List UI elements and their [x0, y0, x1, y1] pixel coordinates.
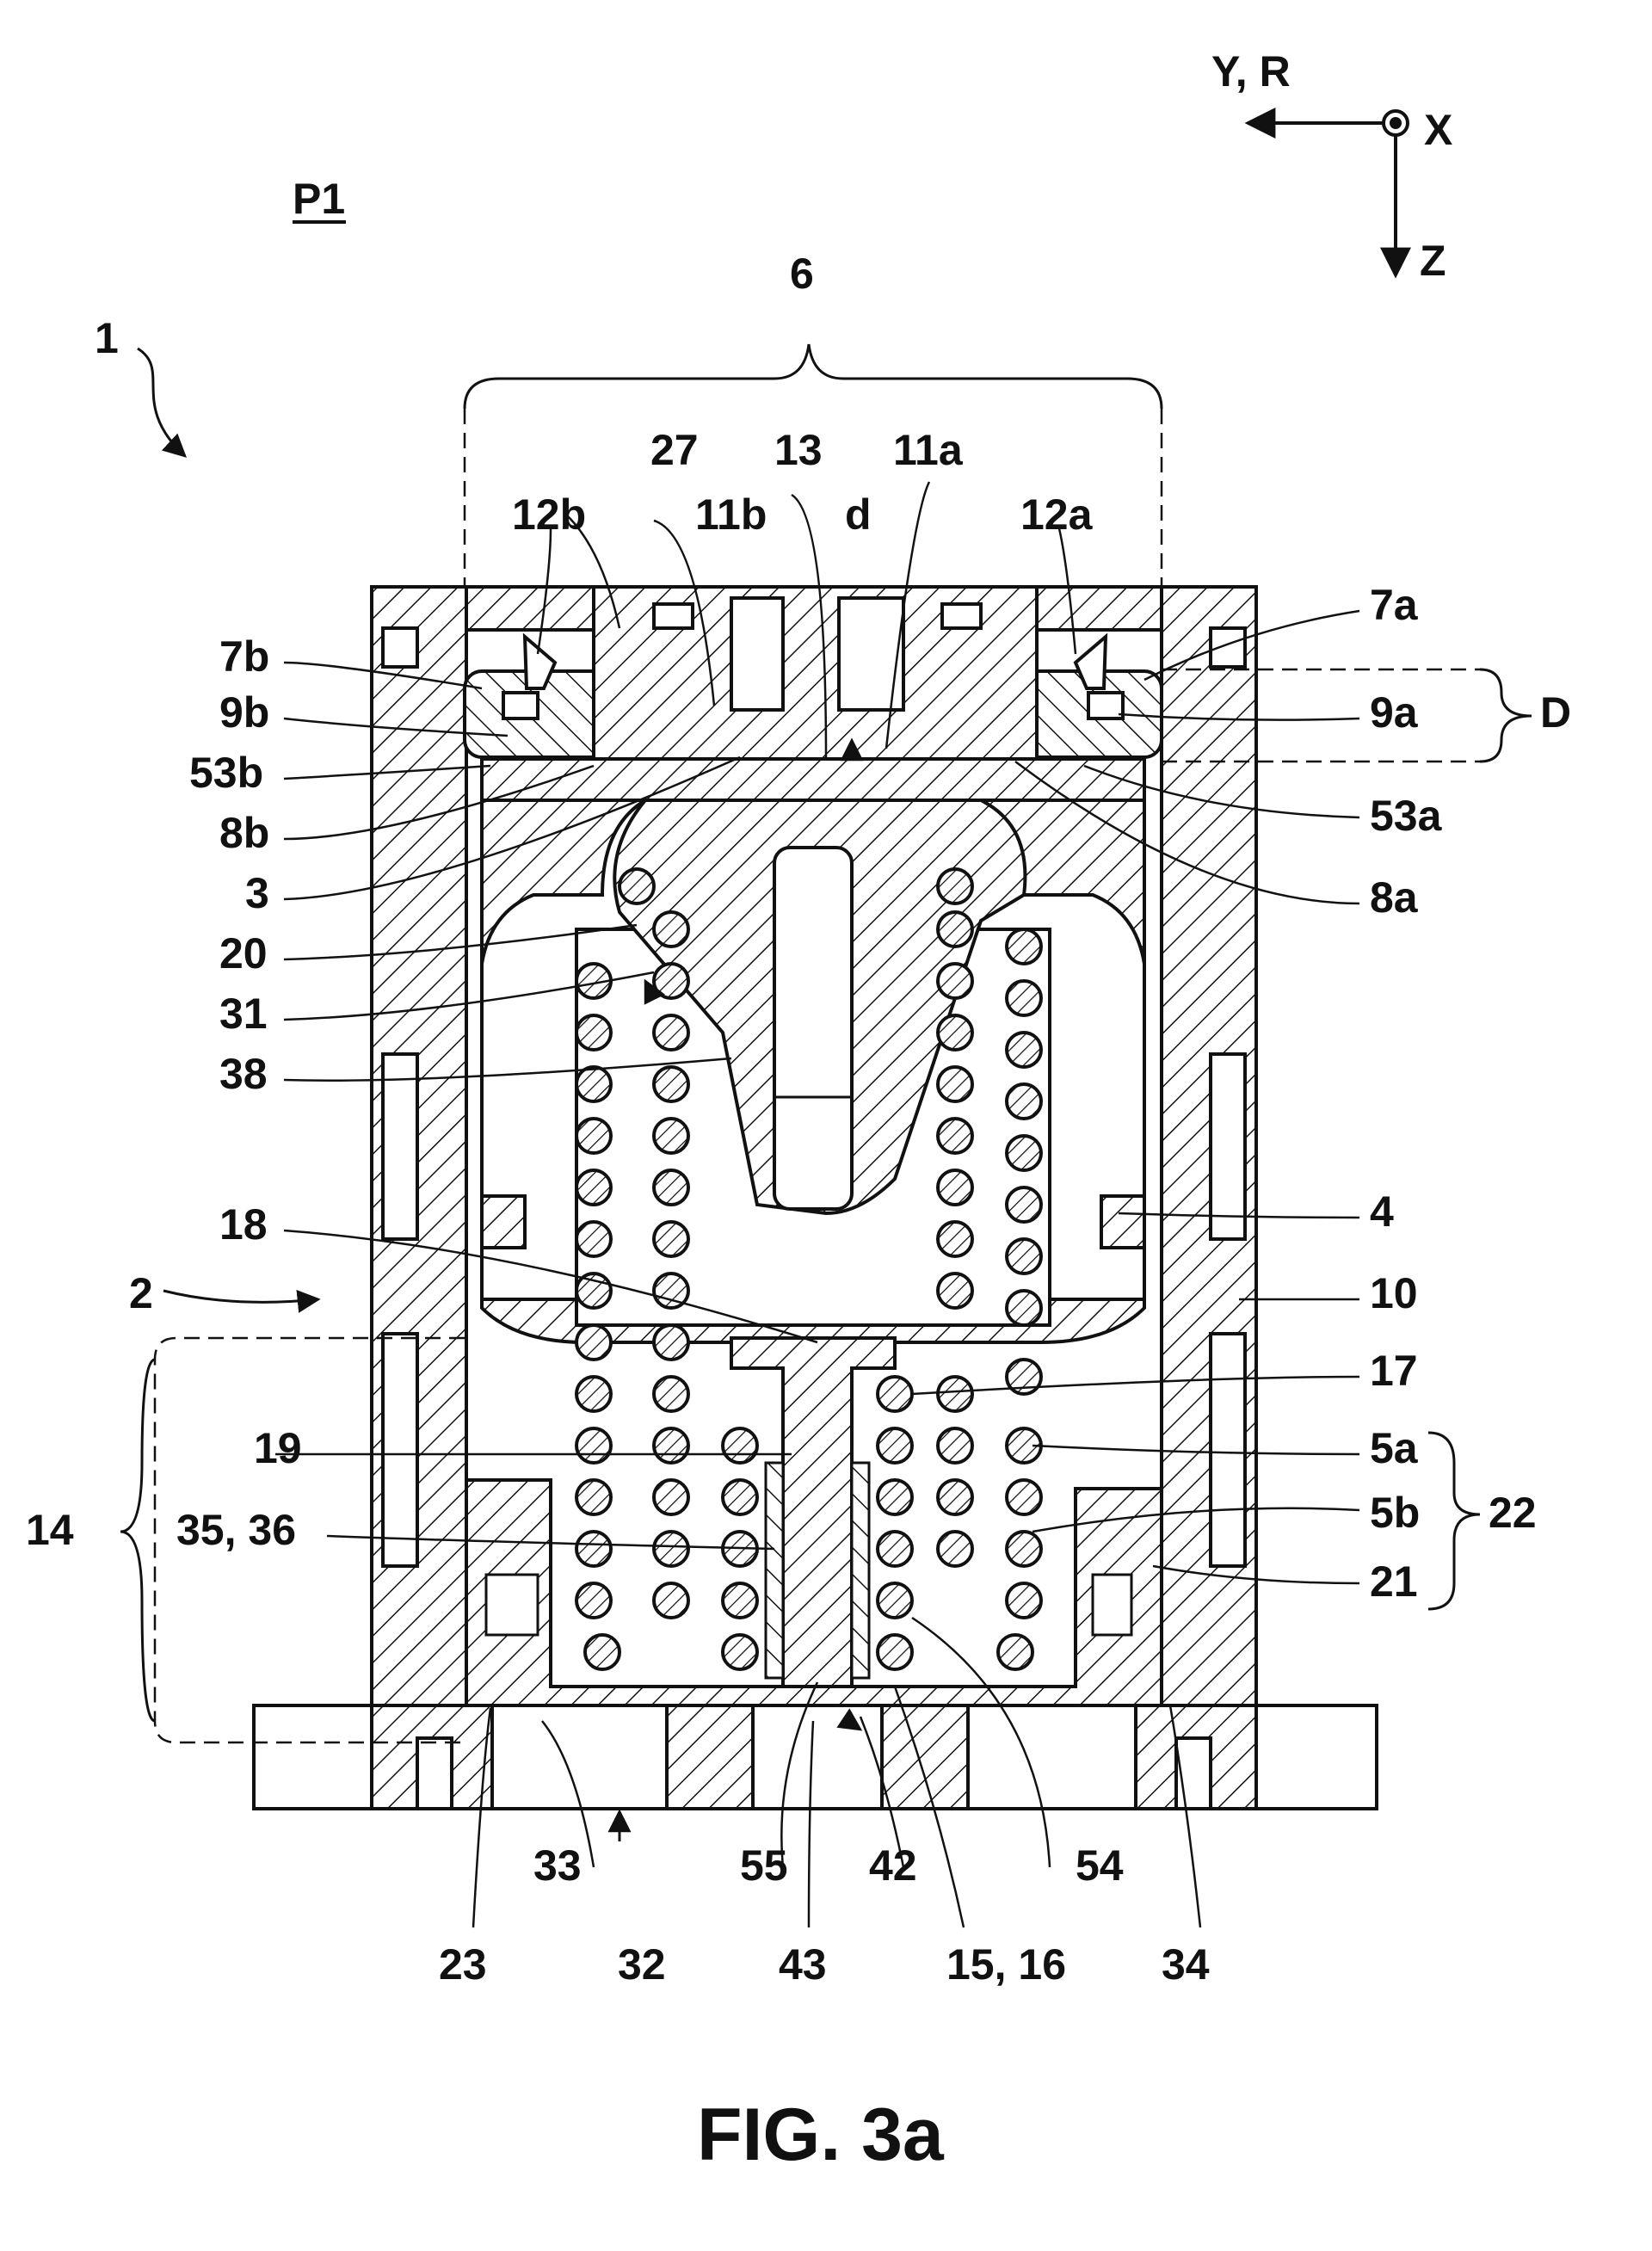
cap-region	[463, 585, 1163, 761]
stem-17	[730, 1336, 897, 1688]
ref-label-21: 21	[1370, 1557, 1418, 1606]
ref-label-13: 13	[774, 426, 823, 474]
ref-label-10: 10	[1370, 1269, 1418, 1317]
ref-label-53b: 53b	[189, 749, 263, 797]
axis-triad	[1244, 108, 1411, 279]
ref-label-23: 23	[439, 1940, 487, 1989]
figure-caption: FIG. 3a	[697, 2094, 945, 2176]
axis-label-horizontal: Y, R	[1211, 47, 1291, 96]
ref-label-15-16: 15, 16	[946, 1940, 1066, 1989]
ref-label-D: D	[1540, 688, 1571, 737]
ref-label-12a: 12a	[1020, 490, 1094, 539]
bracket-22	[1427, 1431, 1481, 1611]
ref-label-12b: 12b	[512, 490, 586, 539]
cavity-34	[1091, 1573, 1133, 1637]
dashed-box-14	[153, 1336, 465, 1744]
ref-label-43: 43	[779, 1940, 827, 1989]
ref-label-17: 17	[1370, 1347, 1418, 1395]
ref-label-5b: 5b	[1370, 1489, 1420, 1537]
ref-label-1: 1	[95, 314, 119, 362]
axis-label-x: X	[1424, 106, 1452, 154]
ref-label-53a: 53a	[1370, 792, 1443, 840]
ref-label-14: 14	[26, 1506, 74, 1554]
ref-label-8a: 8a	[1370, 873, 1419, 922]
ref-label-19: 19	[254, 1424, 302, 1472]
ref-label-3: 3	[245, 869, 269, 917]
leader-1	[137, 347, 187, 458]
ref-label-31: 31	[219, 990, 268, 1038]
ref-label-2: 2	[129, 1269, 153, 1317]
ref-label-9b: 9b	[219, 688, 269, 737]
base-plate	[252, 1704, 1378, 1810]
ref-label-20: 20	[219, 929, 268, 977]
cavity-left	[484, 1573, 539, 1637]
leader-lines	[274, 481, 1360, 1928]
sleeve-right	[850, 1461, 871, 1680]
ref-label-d: d	[845, 490, 872, 539]
ref-label-8b: 8b	[219, 809, 269, 857]
ref-label-32: 32	[618, 1940, 666, 1989]
ref-label-4: 4	[1370, 1187, 1394, 1236]
ref-label-38: 38	[219, 1050, 268, 1098]
bracket-6	[463, 343, 1163, 410]
sheet-label: P1	[293, 175, 345, 223]
ref-label-6: 6	[790, 250, 814, 298]
ref-label-55: 55	[740, 1841, 788, 1890]
ref-label-34: 34	[1162, 1940, 1210, 1989]
plate-8	[480, 757, 1146, 802]
ref-label-35-36: 35, 36	[176, 1506, 296, 1554]
ref-label-7b: 7b	[219, 632, 269, 681]
ref-label-5a: 5a	[1370, 1424, 1419, 1472]
leader-arrows	[163, 737, 864, 1841]
sleeve-left	[764, 1461, 785, 1680]
ref-label-33: 33	[533, 1841, 582, 1890]
ref-label-7a: 7a	[1370, 581, 1419, 629]
ref-label-18: 18	[219, 1200, 268, 1249]
bracket-D	[1479, 668, 1532, 763]
ref-label-27: 27	[650, 426, 699, 474]
ref-label-54: 54	[1076, 1841, 1124, 1890]
ref-label-42: 42	[869, 1841, 917, 1890]
bracket-14	[120, 1358, 156, 1723]
pin-38	[773, 846, 854, 1211]
ref-label-11a: 11a	[893, 426, 964, 474]
upper-spring-coils	[575, 867, 1043, 1361]
lower-spring-coils	[575, 1358, 1043, 1671]
housing-10	[370, 585, 1258, 1707]
axis-label-z: Z	[1420, 237, 1446, 285]
ref-label-11b: 11b	[695, 490, 767, 539]
ref-label-22: 22	[1489, 1489, 1537, 1537]
ref-label-9a: 9a	[1370, 688, 1419, 737]
